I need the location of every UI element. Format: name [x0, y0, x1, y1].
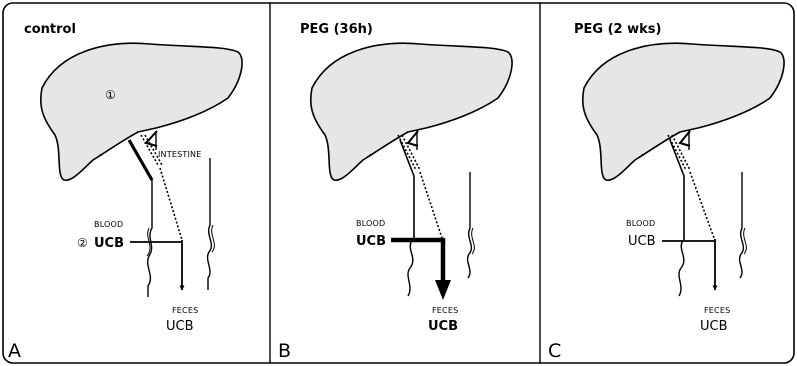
liver	[583, 43, 784, 180]
intestine-label: INTESTINE	[158, 150, 201, 159]
feces-ucb: UCB	[428, 319, 458, 334]
intestine-wall	[208, 158, 212, 290]
intestine-wall-squiggle	[212, 225, 215, 252]
bile-duct	[400, 140, 414, 240]
bile-duct	[670, 140, 684, 240]
feces-arrow-head	[435, 280, 451, 300]
panel-title: PEG (2 wks)	[574, 22, 661, 37]
panel-letter: A	[8, 340, 21, 362]
portal-dotted	[420, 172, 442, 238]
panel-title: PEG (36h)	[300, 22, 373, 37]
intestine-wall-squiggle	[472, 228, 475, 254]
blood-label: BLOOD	[94, 220, 123, 229]
blood-marker-2: ②	[77, 236, 88, 250]
intestine-wall	[740, 172, 744, 278]
panel-control: control A ① INTESTINE BLOOD ② UCB FECES …	[8, 22, 242, 362]
feces-ucb: UCB	[700, 319, 728, 334]
panel-peg-2wks: PEG (2 wks) C BLOOD UCB FECES UCB	[548, 22, 784, 362]
blood-vessel	[408, 240, 413, 296]
intestine-wall	[468, 172, 472, 278]
panel-title: control	[24, 22, 76, 37]
bile-duct	[129, 140, 152, 180]
feces-label: FECES	[704, 306, 730, 315]
portal-dotted	[690, 172, 714, 238]
blood-ucb: UCB	[94, 236, 124, 251]
feces-label: FECES	[172, 306, 198, 315]
blood-vessel	[679, 240, 684, 296]
portal-dotted	[160, 168, 182, 240]
bile-duct-dotted	[398, 135, 416, 170]
blood-label: BLOOD	[356, 219, 385, 228]
liver-marker-1: ①	[105, 88, 116, 102]
intestine-wall-squiggle	[744, 228, 747, 254]
feces-label: FECES	[432, 306, 458, 315]
feces-ucb: UCB	[166, 319, 194, 334]
panel-peg-36h: PEG (36h) B BLOOD UCB FECES UCB	[278, 22, 512, 362]
blood-ucb: UCB	[356, 234, 386, 249]
panel-letter: C	[548, 340, 561, 362]
blood-ucb: UCB	[628, 234, 656, 249]
panel-letter: B	[278, 340, 291, 362]
blood-label: BLOOD	[626, 219, 655, 228]
